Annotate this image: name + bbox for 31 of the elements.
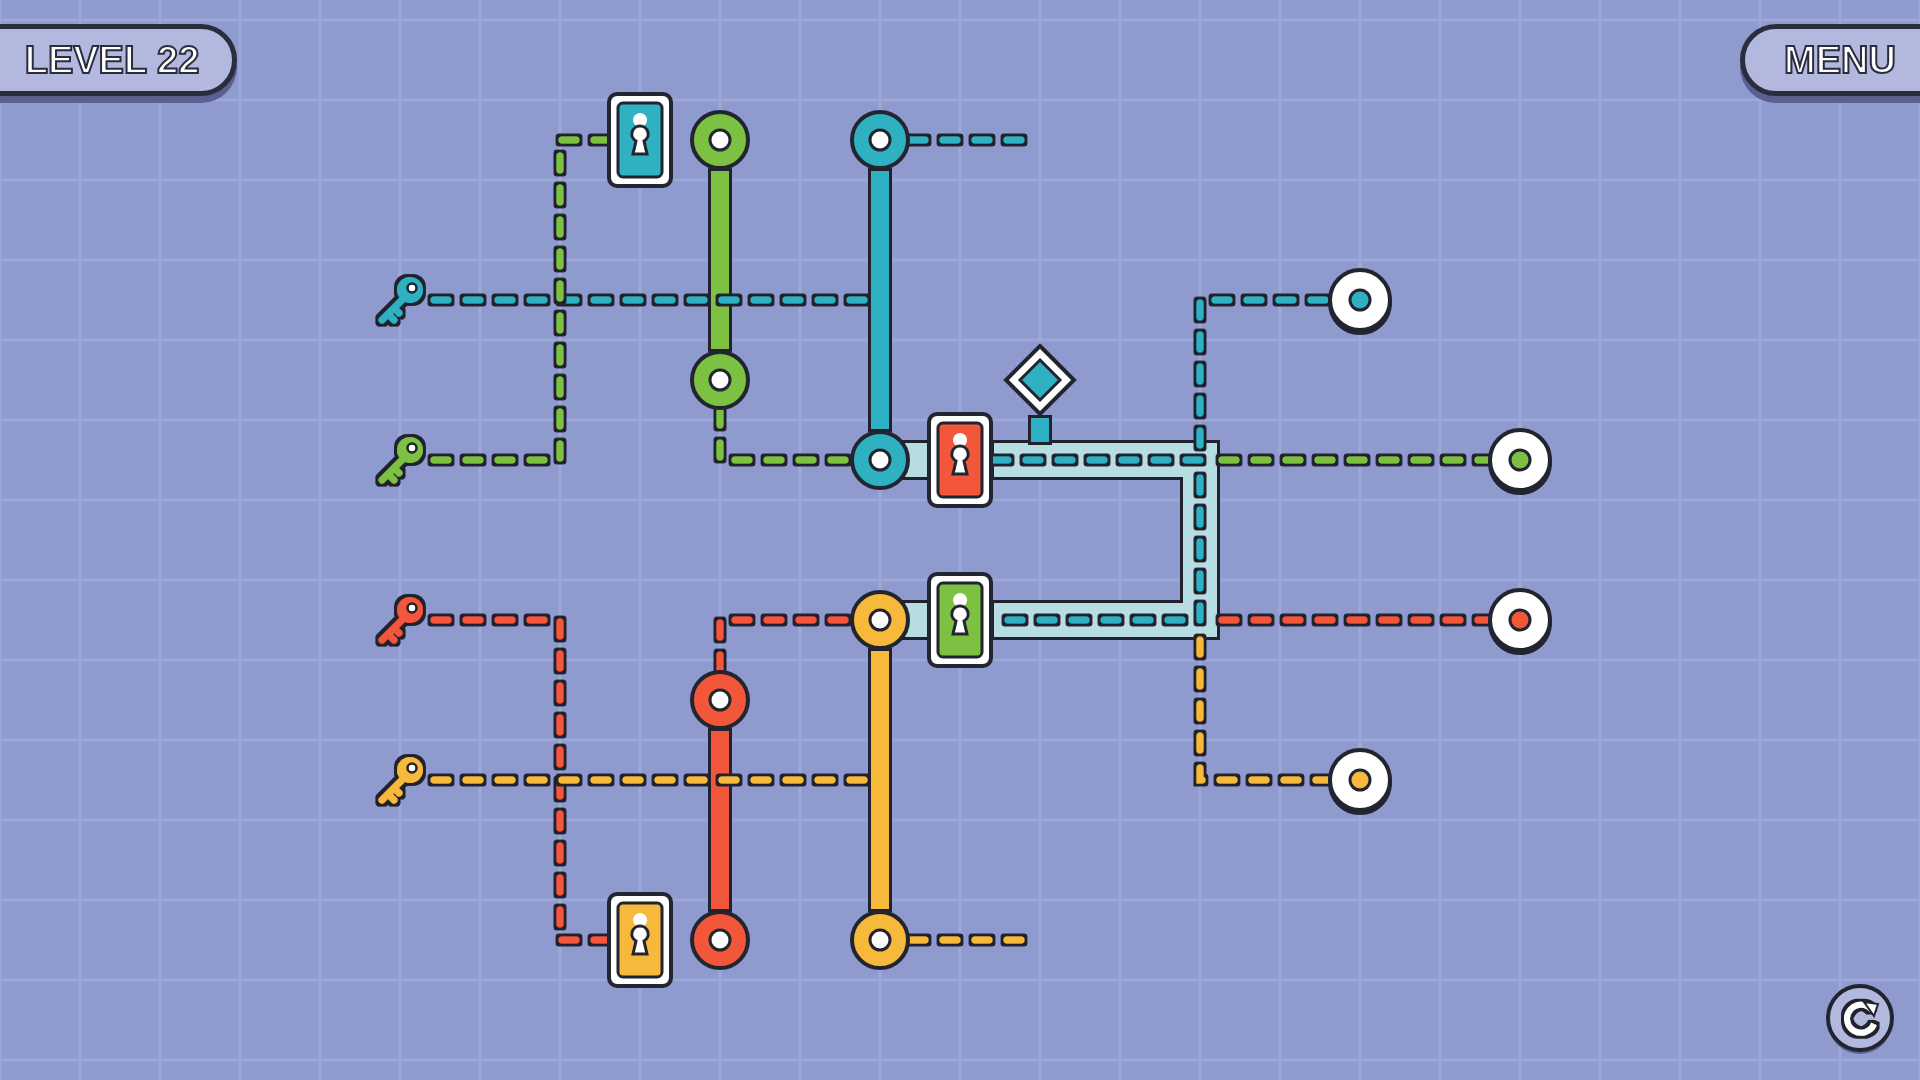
pipe: [994, 443, 1217, 637]
node-circle: [689, 669, 751, 731]
connector-bar: [711, 731, 729, 909]
connector-bar: [1031, 418, 1049, 442]
connector-bar: [871, 171, 889, 429]
node-circle: [689, 909, 751, 971]
target-circle: [1487, 427, 1553, 493]
diamond-icon: [1002, 342, 1078, 418]
node-circle: [689, 349, 751, 411]
node-circle: [849, 429, 911, 491]
target-circle: [1327, 747, 1393, 813]
node-circle: [689, 109, 751, 171]
node-circle: [849, 909, 911, 971]
target-circle: [1487, 587, 1553, 653]
dashed-path: [1196, 296, 1331, 449]
dashed-path: [1218, 616, 1491, 624]
connector-bar: [871, 651, 889, 909]
target-circle: [1327, 267, 1393, 333]
restart-icon: [1824, 982, 1896, 1054]
dashed-path: [1196, 636, 1331, 784]
connector-bar: [711, 171, 729, 349]
lock-icon: [606, 91, 674, 189]
dashed-path: [430, 616, 610, 944]
lock-icon: [606, 891, 674, 989]
node-circle: [849, 589, 911, 651]
dashed-path: [430, 136, 610, 464]
dashed-path: [990, 456, 1204, 624]
lock-icon: [926, 571, 994, 669]
lock-icon: [926, 411, 994, 509]
node-circle: [849, 109, 911, 171]
dashed-path: [1218, 456, 1491, 464]
